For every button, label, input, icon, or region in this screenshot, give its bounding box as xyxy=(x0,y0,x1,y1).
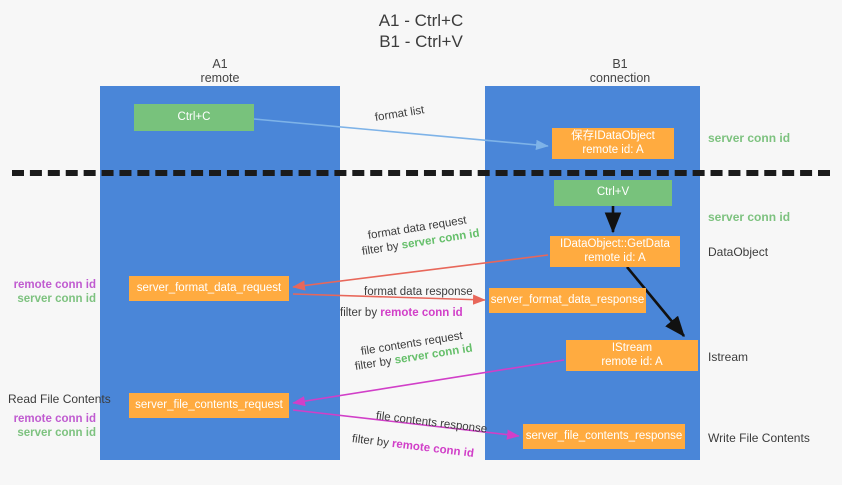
box-idataobject-getdata[interactable]: IDataObject::GetData remote id: A xyxy=(550,236,680,267)
edge-getdata-to-istream xyxy=(625,266,686,338)
box-save-idataobject-line1: 保存IDataObject xyxy=(571,130,655,142)
box-istream-line1: IStream xyxy=(611,342,653,354)
box-server-file-contents-response[interactable]: server_file_contents_response xyxy=(523,424,685,449)
title-line-2: B1 - Ctrl+V xyxy=(379,32,463,51)
box-ctrl-c-label: Ctrl+C xyxy=(177,110,211,123)
box-server-file-contents-response-label: server_file_contents_response xyxy=(525,429,683,442)
page-title: A1 - Ctrl+C B1 - Ctrl+V xyxy=(0,10,842,52)
edge-label-format-data-response: format data response xyxy=(364,286,473,298)
side-label-server-conn-id-second: server conn id xyxy=(708,210,791,224)
box-server-format-data-response[interactable]: server_format_data_response xyxy=(489,288,646,313)
left-conn-id-pair-format: remote conn id server conn id xyxy=(0,278,96,306)
edge-format-data-request xyxy=(292,254,549,291)
edge-file-contents-response xyxy=(292,409,520,440)
box-getdata-line2: remote id: A xyxy=(584,251,646,264)
filter-remote-conn-id-1: remote conn id xyxy=(380,307,463,319)
left-remote-conn-id-2: remote conn id xyxy=(13,413,96,425)
left-server-conn-id-2: server conn id xyxy=(17,427,96,439)
left-label-read-file-contents: Read File Contents xyxy=(8,392,111,406)
box-ctrl-c[interactable]: Ctrl+C xyxy=(134,104,254,131)
side-label-dataobject: DataObject xyxy=(708,245,769,259)
box-server-format-data-request-label: server_format_data_request xyxy=(136,281,282,294)
box-ctrl-v[interactable]: Ctrl+V xyxy=(554,180,672,206)
box-getdata-line1: IDataObject::GetData xyxy=(560,238,670,250)
lane-b-subtitle: connection xyxy=(589,71,651,85)
box-istream-line2: remote id: A xyxy=(601,355,663,368)
box-server-file-contents-request-label: server_file_contents_request xyxy=(135,398,283,411)
phase-divider xyxy=(12,170,830,176)
side-label-server-conn-id-top: server conn id xyxy=(708,131,791,145)
left-remote-conn-id-1: remote conn id xyxy=(13,279,96,291)
box-server-format-data-request[interactable]: server_format_data_request xyxy=(129,276,289,301)
title-line-1: A1 - Ctrl+C xyxy=(378,11,464,30)
box-save-idataobject-line2: remote id: A xyxy=(582,143,644,156)
lane-a-subtitle: remote xyxy=(200,71,240,85)
edge-format-list xyxy=(253,118,549,151)
lane-b-name: B1 xyxy=(612,57,628,71)
box-save-idataobject[interactable]: 保存IDataObject remote id: A xyxy=(552,128,674,159)
left-server-conn-id-1: server conn id xyxy=(17,293,96,305)
box-server-format-data-response-label: server_format_data_response xyxy=(490,293,645,306)
side-label-istream: Istream xyxy=(708,350,749,364)
lane-header-b1: B1 connection xyxy=(520,57,720,85)
box-server-file-contents-request[interactable]: server_file_contents_request xyxy=(129,393,289,418)
filter-by-text-2: filter by xyxy=(340,307,378,319)
box-istream[interactable]: IStream remote id: A xyxy=(566,340,698,371)
box-ctrl-v-label: Ctrl+V xyxy=(596,186,630,199)
edge-format-data-response xyxy=(292,293,486,305)
edge-label-format-data-response-filter: filter by remote conn id xyxy=(340,306,463,320)
left-conn-id-pair-file: remote conn id server conn id xyxy=(0,412,96,440)
lane-header-a1: A1 remote xyxy=(130,57,310,85)
lane-a-name: A1 xyxy=(212,57,228,71)
side-label-write-file-contents: Write File Contents xyxy=(708,431,810,445)
edge-file-contents-request xyxy=(292,359,565,407)
